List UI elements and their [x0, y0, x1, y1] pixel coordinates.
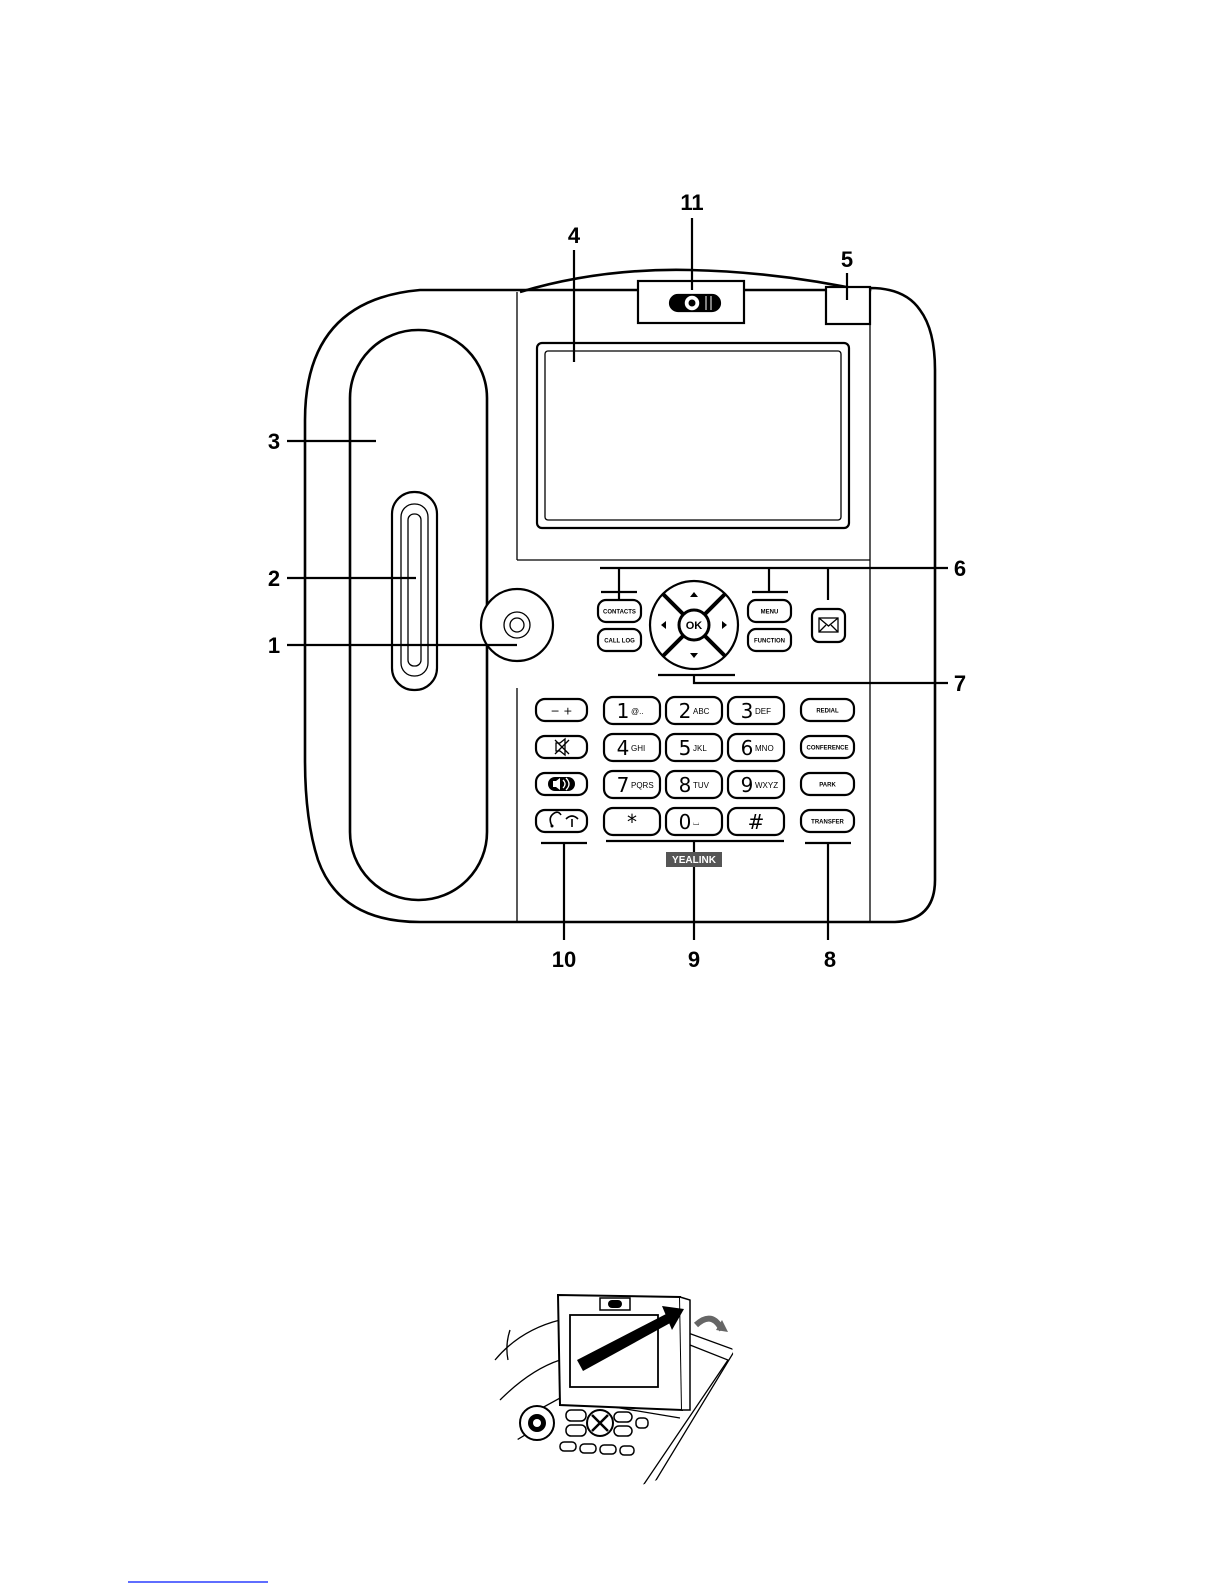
speaker-outer [481, 589, 553, 661]
callout-6: 6 [954, 556, 966, 581]
keypad-letters: PQRS [631, 781, 654, 790]
park-label: PARK [819, 783, 836, 789]
keypad-digit: 1 [617, 699, 630, 723]
keypad-digit: 4 [617, 736, 630, 760]
callout-5: 5 [841, 247, 853, 272]
keypad-digit: 7 [617, 773, 630, 797]
display-frame [537, 343, 849, 528]
redial-label: REDIAL [816, 709, 839, 715]
keypad-digit: 9 [741, 773, 754, 797]
keypad-letters: @.. [631, 707, 644, 716]
brand-logo: YEALINK [672, 855, 717, 866]
keypad-letters: DEF [755, 707, 771, 716]
callout-3: 3 [268, 429, 280, 454]
transfer-label: TRANSFER [811, 820, 844, 826]
hook-switch-outer[interactable] [392, 492, 437, 690]
speakerphone-icon-bg [548, 777, 575, 791]
callout-7: 7 [954, 671, 966, 696]
call-log-label: CALL LOG [604, 639, 635, 645]
headset-button[interactable] [536, 810, 587, 832]
keypad-digit: * [627, 810, 637, 834]
keypad-digit: 0 [679, 810, 692, 834]
keypad-digit: 5 [679, 736, 692, 760]
display-tilt-illustration [495, 1295, 735, 1490]
keypad-letters: ABC [693, 707, 710, 716]
volume-label: − + [551, 705, 573, 718]
keypad-letters: TUV [693, 781, 710, 790]
callout-11: 11 [680, 190, 703, 215]
keypad-letters: MNO [755, 744, 774, 753]
keypad-digit: 3 [741, 699, 754, 723]
callout-9: 9 [688, 947, 700, 972]
keypad-letters: WXYZ [755, 781, 778, 790]
callout-10: 10 [552, 947, 576, 972]
camera-lens-center [689, 300, 696, 307]
callout-1: 1 [268, 633, 280, 658]
keypad-letters: GHI [631, 744, 645, 753]
keypad-digit: 2 [679, 699, 692, 723]
keypad-letters: ⌴ [693, 818, 699, 827]
contacts-label: CONTACTS [603, 610, 636, 616]
keypad-letters: JKL [693, 744, 707, 753]
keypad-digit: 6 [741, 736, 754, 760]
callout-2: 2 [268, 566, 280, 591]
function-label: FUNCTION [754, 639, 785, 645]
callout-8: 8 [824, 947, 836, 972]
ok-label: OK [686, 620, 703, 632]
keypad-digit: 8 [679, 773, 692, 797]
menu-label: MENU [761, 610, 779, 616]
callout-4: 4 [568, 223, 581, 248]
keypad-digit: # [748, 810, 765, 834]
conference-label: CONFERENCE [806, 746, 848, 752]
